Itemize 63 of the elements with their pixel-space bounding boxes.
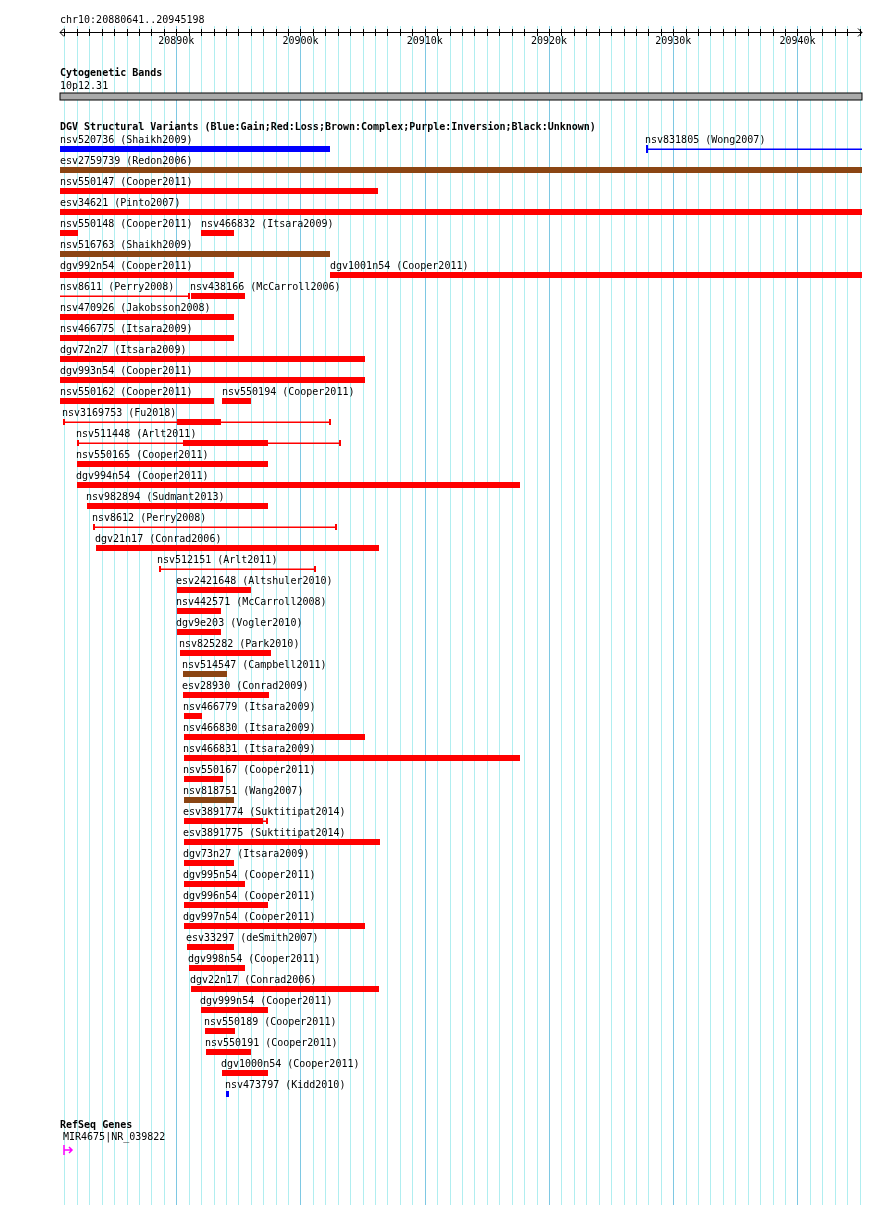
variant-label: dgv997n54 (Cooper2011) (183, 911, 316, 923)
band-label: 10p12.31 (60, 80, 109, 92)
variant-label: dgv996n54 (Cooper2011) (183, 890, 316, 902)
variant-label: esv3891775 (Suktitipat2014) (183, 827, 346, 839)
variant-label: esv2759739 (Redon2006) (60, 155, 193, 167)
variant-label: nsv466832 (Itsara2009) (201, 218, 334, 230)
variant-label: nsv550165 (Cooper2011) (76, 449, 209, 461)
variant-label: nsv520736 (Shaikh2009) (60, 134, 193, 146)
variant-label: nsv466779 (Itsara2009) (183, 701, 316, 713)
variant-label: nsv550167 (Cooper2011) (183, 764, 316, 776)
variant-label: nsv550148 (Cooper2011) (60, 218, 193, 230)
track-heading: DGV Structural Variants (Blue:Gain;Red:Loss;Brown:Complex;Purple:Inversion;Black:Unknown) (60, 121, 596, 133)
variant-label: esv28930 (Conrad2009) (182, 680, 309, 692)
variant-label: nsv466775 (Itsara2009) (60, 323, 193, 335)
variant-label: esv33297 (deSmith2007) (186, 932, 319, 944)
variant-label: dgv73n27 (Itsara2009) (183, 848, 310, 860)
coordinate-label: chr10:20880641..20945198 (60, 14, 205, 26)
variant-label: nsv466830 (Itsara2009) (183, 722, 316, 734)
variant-label: nsv514547 (Campbell2011) (182, 659, 327, 671)
variant-label: nsv3169753 (Fu2018) (62, 407, 177, 419)
variant-label: nsv511448 (Arlt2011) (76, 428, 197, 440)
variant-label: nsv550194 (Cooper2011) (222, 386, 355, 398)
variant-label: dgv995n54 (Cooper2011) (183, 869, 316, 881)
variant-label: nsv473797 (Kidd2010) (225, 1079, 346, 1091)
variant-label: nsv550189 (Cooper2011) (204, 1016, 337, 1028)
tick-label: 20910k (406, 35, 443, 47)
variant-label: nsv466831 (Itsara2009) (183, 743, 316, 755)
variant-label: nsv818751 (Wang2007) (183, 785, 304, 797)
variant-label: dgv999n54 (Cooper2011) (200, 995, 333, 1007)
variant-label: esv3891774 (Suktitipat2014) (183, 806, 346, 818)
variant-label: esv34621 (Pinto2007) (60, 197, 181, 209)
variant-label: nsv982894 (Sudmant2013) (86, 491, 225, 503)
variant-label: dgv9e203 (Vogler2010) (176, 617, 303, 629)
variant-label: nsv8611 (Perry2008) (60, 281, 175, 293)
variant-label: dgv21n17 (Conrad2006) (95, 533, 222, 545)
variant-label: esv2421648 (Altshuler2010) (176, 575, 333, 587)
variant-label: dgv993n54 (Cooper2011) (60, 365, 193, 377)
tick-label: 20930k (655, 35, 692, 47)
tick-label: 20920k (530, 35, 568, 47)
track-heading: RefSeq Genes (60, 1119, 133, 1131)
track-heading: Cytogenetic Bands (60, 67, 163, 79)
variant-label: dgv1001n54 (Cooper2011) (330, 260, 469, 272)
gene-label: MIR4675|NR_039822 (63, 1131, 166, 1143)
variant-label: nsv438166 (McCarroll2006) (190, 281, 341, 293)
variant-label: nsv8612 (Perry2008) (92, 512, 207, 524)
variant-label: dgv998n54 (Cooper2011) (188, 953, 321, 965)
variant-label: nsv470926 (Jakobsson2008) (60, 302, 211, 314)
variant-label: nsv442571 (McCarroll2008) (176, 596, 327, 608)
variant-label: dgv72n27 (Itsara2009) (60, 344, 187, 356)
variant-label: nsv516763 (Shaikh2009) (60, 239, 193, 251)
variant-label: nsv550162 (Cooper2011) (60, 386, 193, 398)
tick-label: 20900k (282, 35, 319, 47)
variant-label: nsv550147 (Cooper2011) (60, 176, 193, 188)
tick-label: 20940k (779, 35, 816, 47)
variant-label: dgv22n17 (Conrad2006) (190, 974, 317, 986)
variant-label: dgv992n54 (Cooper2011) (60, 260, 193, 272)
variant-label: nsv550191 (Cooper2011) (205, 1037, 338, 1049)
variant-label: dgv994n54 (Cooper2011) (76, 470, 209, 482)
variant-label: nsv512151 (Arlt2011) (157, 554, 278, 566)
variant-label: nsv825282 (Park2010) (179, 638, 300, 650)
variant-label: nsv831805 (Wong2007) (645, 134, 766, 146)
tick-label: 20890k (158, 35, 195, 47)
variant-label: dgv1000n54 (Cooper2011) (221, 1058, 360, 1070)
